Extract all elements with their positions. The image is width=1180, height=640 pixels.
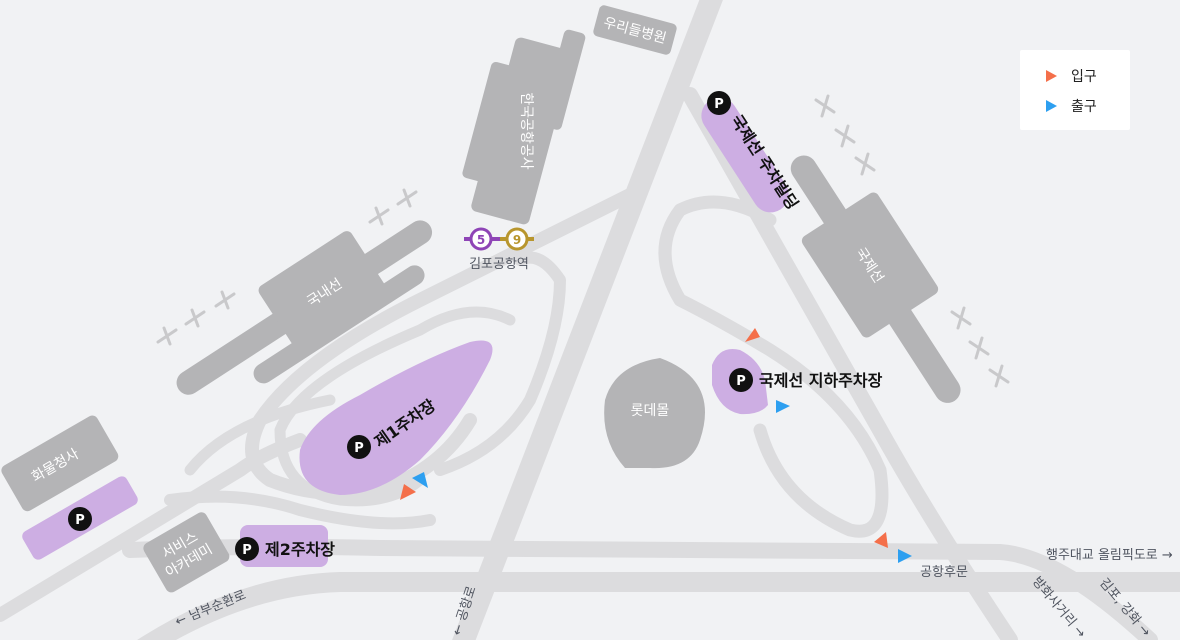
- airplane-icon: [834, 124, 856, 148]
- road-domestic-inner: [434, 251, 566, 476]
- line5-badge: 5: [469, 227, 493, 251]
- parking-icon-cargo: P: [68, 507, 92, 531]
- domestic-terminal: 국내선: [176, 220, 433, 395]
- entrance-arrow-intl-underground: [745, 328, 760, 342]
- svg-text:9: 9: [513, 233, 521, 247]
- entrance-arrow-icon: [1046, 70, 1057, 82]
- road-nambu: [137, 572, 1180, 640]
- hospital-building: 우리들병원: [593, 5, 677, 55]
- exit-arrow-icon: [1046, 100, 1057, 112]
- haengju-label: 행주대교 올림픽도로 →: [1046, 547, 1173, 563]
- airplane-icon: [368, 206, 390, 226]
- buildings: 우리들병원 한국공항공사 국내선 국제선 롯데몰 화물청사: [1, 5, 961, 593]
- road-domestic-loop: [245, 183, 647, 501]
- airplane-icon: [156, 326, 178, 346]
- airplane-icon: [814, 94, 836, 118]
- lot2-label: 제2주차장: [265, 540, 335, 559]
- airplane-icon: [988, 364, 1010, 388]
- airplane-icon: [396, 188, 418, 208]
- intl-underground-label: 국제선 지하주차장: [759, 371, 883, 390]
- lot2-area: [240, 525, 328, 567]
- intl-parking-building: [701, 97, 789, 213]
- legend: 입구 출구: [1020, 50, 1130, 130]
- exit-arrow-intl-underground: [776, 400, 790, 413]
- road-left-connector: [184, 394, 336, 476]
- svg-text:5: 5: [477, 233, 485, 247]
- kac-label: 한국공항공사: [518, 92, 534, 169]
- kac-building: 한국공항공사: [462, 29, 586, 225]
- exit-arrow-rear: [898, 549, 912, 563]
- rear-gate-label: 공항후문: [920, 565, 968, 580]
- parking-icon-intl-building: P: [707, 91, 731, 115]
- airplane-icon: [950, 306, 972, 330]
- legend-entrance: 입구: [1046, 66, 1097, 86]
- subway-station: 5 9 김포공항역: [464, 227, 534, 272]
- parking-icon-lot2: P: [235, 537, 259, 561]
- line9-badge: 9: [505, 227, 529, 251]
- legend-exit-label: 출구: [1071, 99, 1097, 115]
- parking-icon-intl-underground: P: [729, 368, 753, 392]
- station-label: 김포공항역: [469, 257, 529, 272]
- entrance-arrow-rear: [874, 532, 888, 548]
- road-diagonal-right: [682, 87, 1018, 640]
- airplane-icon: [214, 290, 236, 310]
- domestic-pier: [253, 265, 425, 384]
- exit-arrow-lot1: [412, 472, 428, 488]
- road-gonghang: [452, 0, 723, 640]
- airplane-icons: [156, 94, 1010, 388]
- lotte-mall: 롯데몰: [604, 358, 705, 469]
- road-lot2: [164, 490, 436, 530]
- parking-icon-lot1: P: [347, 435, 371, 459]
- road-lot1-loop: [274, 306, 516, 507]
- entrance-arrow-lot1: [400, 484, 416, 500]
- svg-text:P: P: [714, 97, 724, 112]
- svg-text:P: P: [242, 543, 252, 558]
- svg-text:P: P: [736, 374, 746, 389]
- airplane-icon: [184, 308, 206, 328]
- access-arrows: [400, 328, 912, 563]
- road-international-loop: [658, 195, 889, 538]
- airplane-icon: [968, 336, 990, 360]
- lot1-area: [299, 340, 493, 495]
- airplane-icon: [854, 152, 876, 176]
- svg-text:P: P: [354, 441, 364, 456]
- lotte-label: 롯데몰: [631, 403, 670, 419]
- international-terminal: 국제선: [790, 155, 961, 403]
- cargo-building: 화물청사: [1, 415, 119, 512]
- legend-entrance-label: 입구: [1071, 69, 1097, 85]
- service-academy: 서비스 아카데미: [143, 512, 230, 593]
- legend-exit: 출구: [1046, 96, 1097, 116]
- svg-text:P: P: [75, 513, 85, 528]
- road-diagonal-left: [0, 433, 307, 622]
